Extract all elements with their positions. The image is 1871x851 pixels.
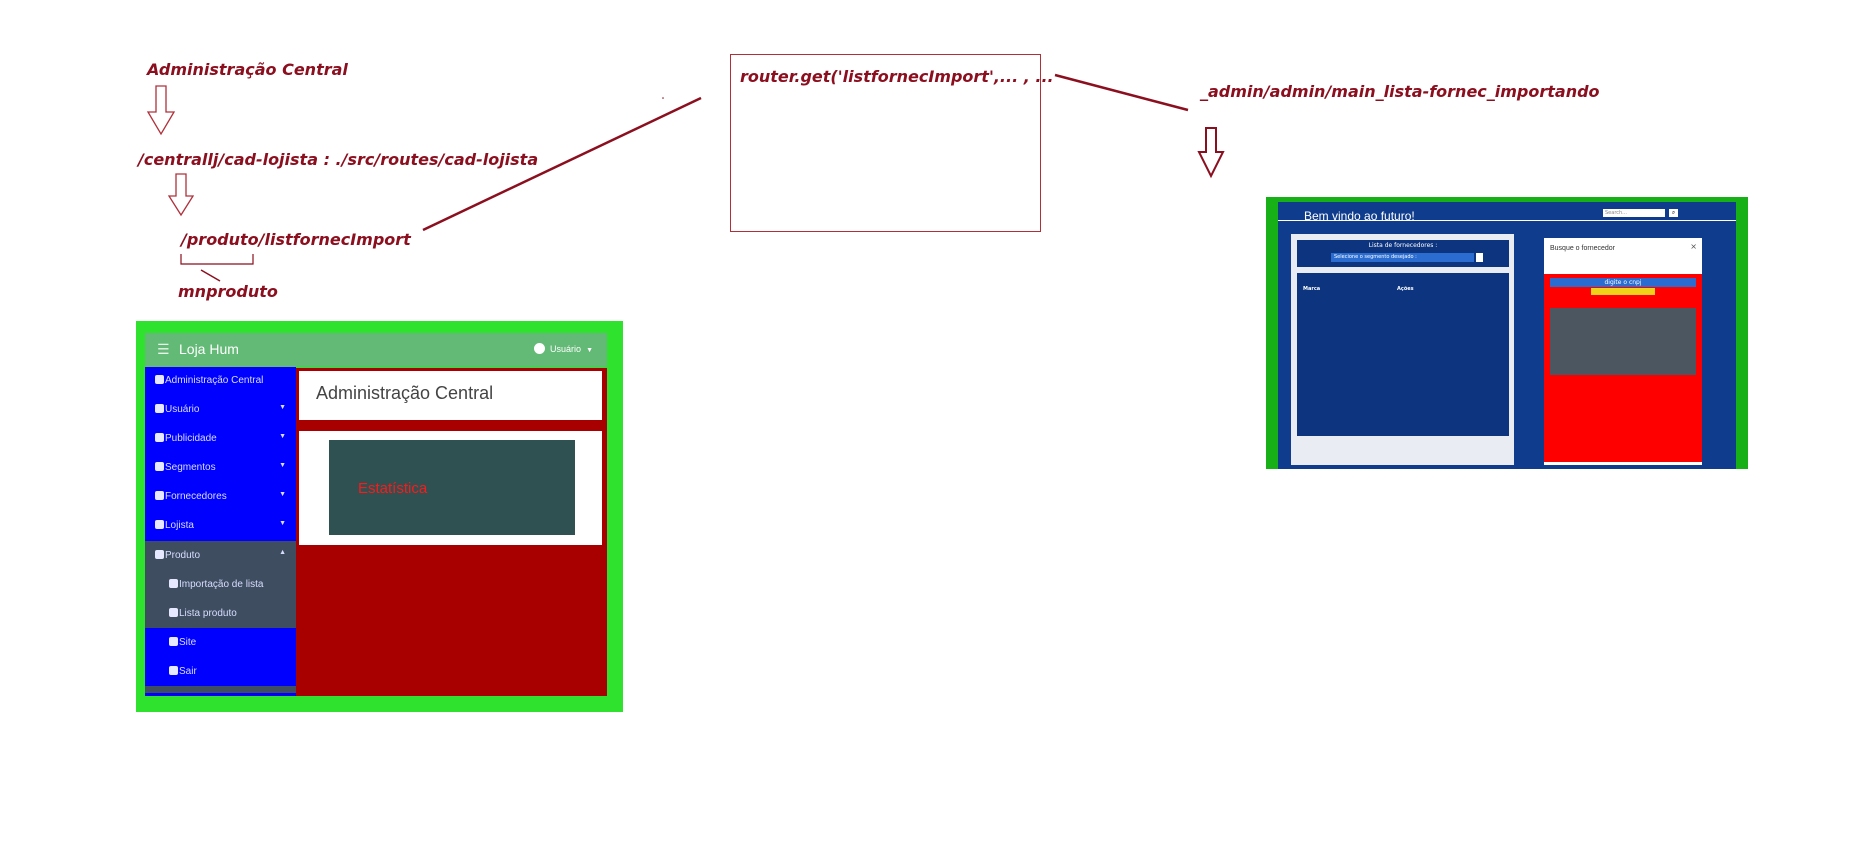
sidebar-item-sair[interactable]: Sair (145, 657, 296, 686)
caret-down-icon: ▼ (279, 491, 286, 498)
home-icon (155, 520, 164, 529)
column-header-marca: Marca (1303, 286, 1321, 292)
modal-title: Busque o fornecedor (1550, 245, 1615, 252)
caret-down-icon: ▼ (279, 520, 286, 527)
search-button[interactable] (1591, 288, 1655, 295)
label-mnproduto: mnproduto (178, 282, 278, 301)
bracket-tick (200, 269, 221, 282)
down-arrow-3 (1197, 127, 1225, 179)
admin-screenshot: ☰ Loja Hum Usuário ▼ Administração Centra… (136, 321, 623, 712)
supplier-table: Marca Ações (1297, 273, 1509, 436)
caret-up-icon: ▲ (279, 549, 286, 556)
label-route-file: /centrallj/cad-lojista : ./src/routes/ca… (138, 150, 539, 169)
list-icon (169, 608, 178, 617)
dashboard-icon (155, 375, 164, 384)
label-router-get: router.get('listfornecImport',... , ... (740, 67, 1054, 86)
down-arrow-2 (167, 173, 195, 217)
column-header-acoes: Ações (1397, 286, 1414, 292)
inbox-icon (169, 579, 178, 588)
sidebar-item-publicidade[interactable]: Publicidade▼ (145, 425, 296, 454)
stray-dot (662, 97, 664, 99)
sidebar-item-segmentos[interactable]: Segmentos▼ (145, 454, 296, 483)
router-box: router.get('listfornecImport',... , ... (730, 54, 1054, 232)
cnpj-input[interactable]: digite o cnpj (1550, 278, 1696, 287)
supplier-import-screenshot: Bem vindo ao futuro! Search... ⌕ Lista d… (1266, 197, 1748, 469)
home-icon (155, 491, 164, 500)
home-icon (155, 433, 164, 442)
stat-card: Estatística (299, 431, 602, 545)
search-icon[interactable]: ⌕ (1669, 209, 1678, 217)
supplier-list-header: Lista de fornecedores : Selecione o segm… (1297, 240, 1509, 267)
page-inner: Bem vindo ao futuro! Search... ⌕ Lista d… (1278, 202, 1736, 469)
page-title: Administração Central (316, 383, 494, 403)
user-icon (155, 404, 164, 413)
label-view-path: _admin/admin/main_lista-fornec_importand… (1200, 82, 1600, 101)
home-icon (155, 550, 164, 559)
connector-router-view (1054, 73, 1189, 112)
results-area (1550, 308, 1696, 375)
caret-down-icon: ▼ (279, 404, 286, 411)
caret-down-icon: ▼ (586, 347, 593, 354)
stat-label: Estatística (358, 480, 428, 497)
sidebar-subitem-lista-produto[interactable]: Lista produto (145, 599, 296, 628)
sidebar-item-admin-central[interactable]: Administração Central (145, 367, 296, 396)
supplier-list-title: Lista de fornecedores : (1368, 242, 1438, 249)
segment-select[interactable]: Selecione o segmento desejado : (1331, 253, 1474, 262)
search-input[interactable]: Search... (1603, 209, 1665, 217)
main-content: Administração Central Estatística (296, 368, 607, 696)
label-admin-central: Administração Central (147, 60, 348, 79)
caret-down-icon: ▼ (279, 462, 286, 469)
top-navbar: ☰ Loja Hum Usuário ▼ (145, 333, 607, 367)
caret-down-icon: ▼ (279, 433, 286, 440)
welcome-text: Bem vindo ao futuro! (1304, 209, 1415, 223)
down-arrow-1 (146, 85, 176, 136)
label-route-path: /produto/listfornecImport (181, 230, 411, 249)
menu-icon[interactable]: ☰ (157, 342, 170, 358)
brand-name[interactable]: Loja Hum (179, 341, 239, 357)
bracket (180, 254, 254, 265)
search-supplier-modal: Busque o fornecedor × digite o cnpj (1544, 238, 1702, 465)
sidebar-item-site[interactable]: Site (145, 628, 296, 657)
chevron-down-icon[interactable] (1476, 253, 1483, 262)
sidebar-item-usuario[interactable]: Usuário▼ (145, 396, 296, 425)
user-avatar-icon (534, 343, 546, 354)
stat-box[interactable]: Estatística (329, 440, 575, 535)
close-icon[interactable]: × (1690, 242, 1697, 251)
connector-route-router (422, 96, 702, 232)
sidebar-subitem-importacao[interactable]: Importação de lista (145, 570, 296, 599)
supplier-list-panel: Lista de fornecedores : Selecione o segm… (1291, 234, 1514, 465)
user-label: Usuário (550, 344, 582, 354)
sidebar-item-lojista[interactable]: Lojista▼ (145, 512, 296, 541)
home-icon (155, 462, 164, 471)
sidebar-item-produto[interactable]: Produto▲ (145, 541, 296, 570)
sidebar: Administração Central Usuário▼ Publicida… (145, 367, 296, 696)
sidebar-item-fornecedores[interactable]: Fornecedores▼ (145, 483, 296, 512)
modal-body: digite o cnpj (1544, 274, 1702, 462)
logout-icon (169, 666, 178, 675)
divider (1278, 220, 1736, 221)
header-card: Administração Central (299, 371, 602, 420)
produto-submenu: Produto▲ Importação de lista Lista produ… (145, 541, 296, 693)
site-icon (169, 637, 178, 646)
user-menu[interactable]: Usuário ▼ (534, 343, 593, 354)
